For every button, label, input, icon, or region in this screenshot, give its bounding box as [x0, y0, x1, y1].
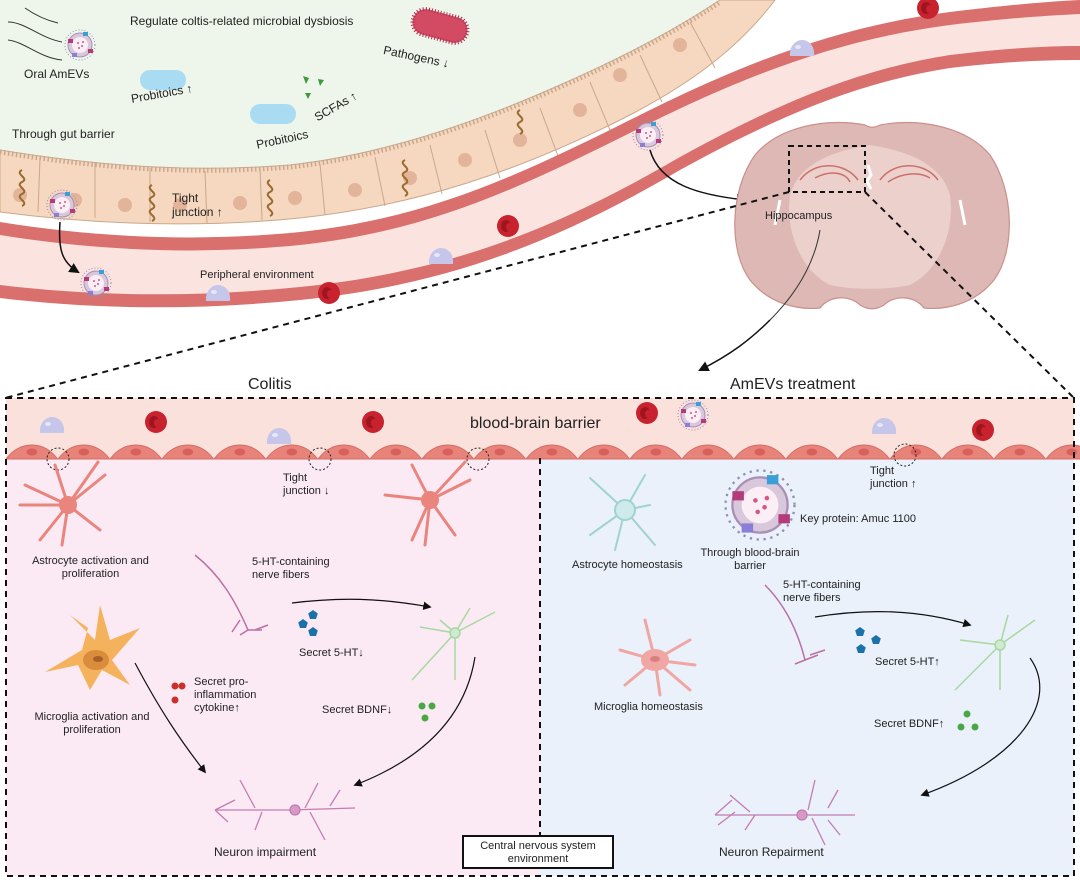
gut-microvilli — [0, 0, 722, 173]
through-bbb-label: Through blood-brain barrier — [700, 547, 800, 572]
zoom-connector-right — [864, 191, 1075, 399]
treatment-serotonin-label: Secret 5-HT↑ — [875, 656, 940, 668]
repaired-neuron-icon — [714, 779, 855, 846]
activated-astrocyte-icon — [383, 460, 472, 547]
red-blood-cell — [145, 411, 167, 433]
gut-to-vessel-arrow — [58, 221, 80, 274]
homeostatic-microglia-icon — [618, 618, 697, 697]
colitis-tight-junction-label: Tight junction ↓ — [283, 472, 330, 497]
oral-amevs-label: Oral AmEVs — [24, 67, 90, 81]
serotonin-arrow — [291, 598, 432, 610]
microglia-activation-label: Microglia activation and proliferation — [34, 711, 150, 736]
zoom-connector-left — [4, 191, 790, 399]
gut-lumen — [0, 0, 720, 179]
bdnf-to-neuron-arrow — [920, 657, 1041, 797]
treatment-bdnf-label: Secret BDNF↑ — [874, 718, 945, 730]
gut-title: Regulate coltis-related microbial dysbio… — [130, 14, 354, 28]
activated-microglia-icon — [45, 605, 140, 690]
red-blood-cell — [636, 402, 658, 424]
through-gut-barrier-label: Through gut barrier — [12, 127, 115, 141]
tight-junction-icons — [18, 109, 524, 222]
cytokine-icon — [171, 682, 186, 704]
serotonin-arrow — [814, 611, 972, 628]
gut-tight-junction-label: Tight junction ↑ — [172, 191, 223, 219]
astrocyte-homeostasis-label: Astrocyte homeostasis — [572, 559, 683, 571]
blood-vessel-lumen — [0, 14, 1080, 295]
colitis-bdnf-label: Secret BDNF↓ — [322, 704, 393, 716]
brain-coronal-section — [734, 121, 1010, 310]
nerve-fiber-icon — [194, 554, 269, 636]
bdnf-neuron-icon — [411, 607, 496, 681]
key-protein-label: Key protein: Amuc 1100 — [800, 513, 916, 525]
colitis-serotonin-label: Secret 5-HT↓ — [299, 647, 364, 659]
microglia-homeostasis-label: Microglia homeostasis — [594, 701, 703, 713]
red-blood-cell — [362, 411, 384, 433]
gut-section — [0, 0, 1080, 308]
neuron-impairment-label: Neuron impairment — [214, 845, 317, 859]
cns-panel-border — [5, 397, 1075, 877]
red-blood-cell — [497, 215, 519, 237]
cns-environment-box: Central nervous system environment — [462, 835, 614, 869]
epithelial-cell-borders — [37, 21, 716, 225]
colitis-nerve-fibers-label: 5-HT-containing nerve fibers — [252, 556, 330, 581]
hippocampus-zoom-box — [788, 145, 866, 193]
microglia-to-neuron-arrow — [134, 662, 207, 774]
probiotic-icon — [140, 70, 186, 90]
bdnf-to-neuron-arrow — [353, 656, 476, 787]
bdnf-icon — [957, 710, 979, 731]
red-blood-cell — [972, 419, 994, 441]
white-blood-cell — [789, 40, 815, 56]
bbb-label: blood-brain barrier — [470, 415, 601, 432]
astrocyte-activation-label: Astrocyte activation and proliferation — [32, 555, 149, 580]
homeostatic-astrocyte-icon — [589, 474, 656, 551]
brain-to-treatment-arrow — [698, 319, 771, 371]
probiotic-icon — [250, 104, 296, 124]
cytokine-label: Secret pro- inflammation cytokine↑ — [194, 676, 257, 714]
pathogen-icon — [410, 7, 470, 45]
peripheral-environment-label: Peripheral environment — [200, 269, 314, 281]
impaired-neuron-icon — [214, 779, 356, 841]
red-blood-cell — [318, 282, 340, 304]
treatment-title: AmEVs treatment — [730, 376, 856, 393]
bdnf-icon — [418, 702, 436, 722]
colitis-title: Colitis — [248, 376, 292, 393]
treatment-panel-bg — [540, 398, 1074, 876]
scfa-icon — [303, 76, 324, 99]
treatment-nerve-fibers-label: 5-HT-containing nerve fibers — [783, 579, 861, 604]
neuron-repairment-label: Neuron Repairment — [719, 845, 824, 859]
vessel-to-brain-arrow — [649, 149, 748, 205]
treatment-tight-junction-label: Tight junction ↑ — [870, 465, 917, 490]
activated-astrocyte-icon — [18, 460, 107, 547]
hippocampus-pointer-line — [769, 229, 821, 321]
bdnf-neuron-icon — [954, 614, 1036, 691]
nerve-fiber-icon — [764, 584, 826, 665]
hippocampus-label: Hippocampus — [765, 210, 833, 222]
oral-intake-lines — [7, 7, 63, 61]
